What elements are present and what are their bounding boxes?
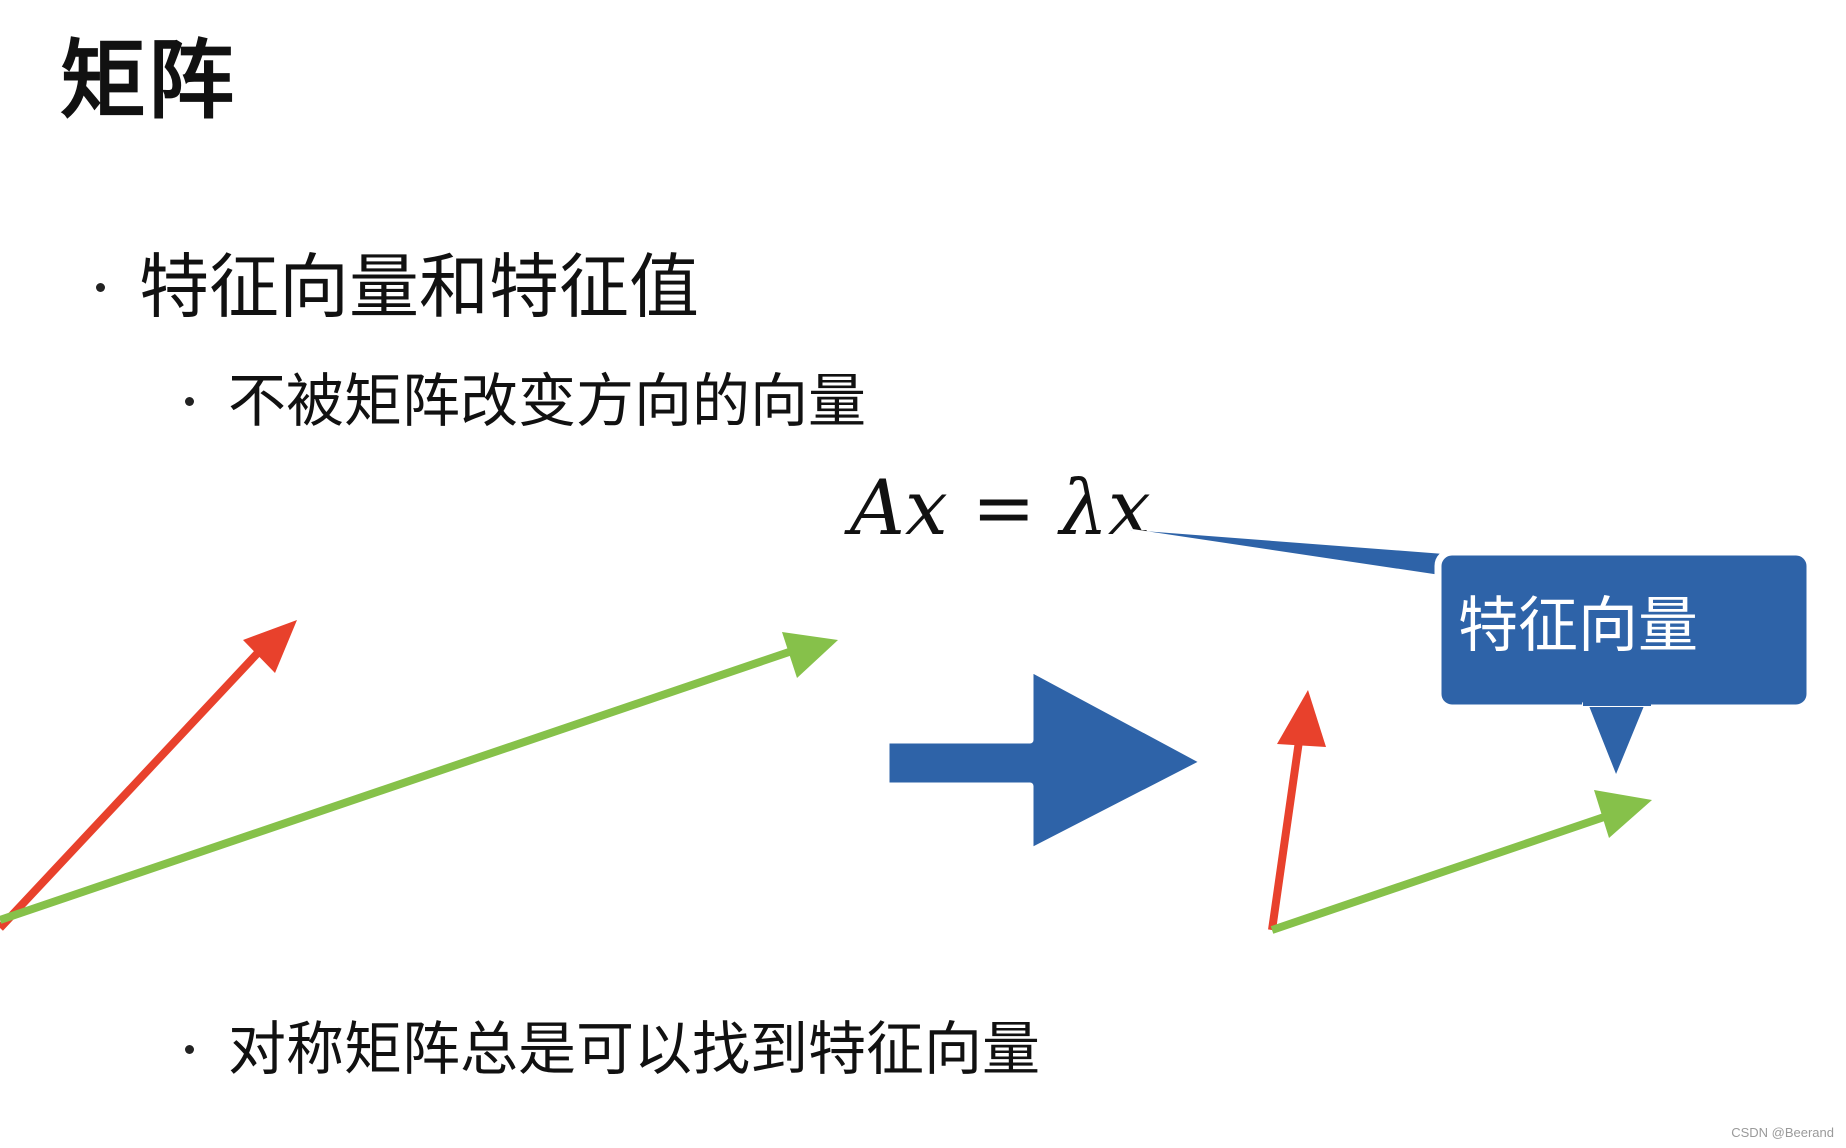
sub-bullet-unchanged-direction-text: 不被矩阵改变方向的向量: [228, 367, 867, 435]
bullet-dot-icon: [185, 1044, 194, 1054]
bullet-eigen-text: 特征向量和特征值: [139, 246, 699, 328]
sub-bullet-unchanged-direction: 不被矩阵改变方向的向量: [185, 372, 866, 430]
eigen-equation: Ax = λx: [850, 463, 1151, 552]
watermark: CSDN @Beerand: [1731, 1125, 1834, 1140]
callout-tail: [1582, 701, 1651, 785]
green-arrowhead-icon: [782, 632, 838, 678]
sub-bullet-symmetric-text: 对称矩阵总是可以找到特征向量: [228, 1015, 1041, 1083]
right-block-arrow-icon: [882, 664, 1209, 856]
callout-label: 特征向量: [1458, 591, 1698, 661]
green-vector-transformed: [1270, 811, 1612, 934]
green-arrowhead-icon: [1594, 790, 1652, 838]
transformed-vectors: [1268, 690, 1652, 934]
green-vector-original: [0, 646, 797, 924]
red-arrowhead-icon: [1277, 690, 1326, 747]
bullet-dot-icon: [96, 282, 105, 292]
red-vector-original: [0, 639, 271, 931]
red-arrowhead-icon: [243, 620, 297, 673]
red-vector-transformed: [1268, 733, 1304, 931]
bullet-eigen: 特征向量和特征值: [96, 252, 699, 322]
original-vectors: [0, 620, 838, 931]
callout-tail-join: [1583, 696, 1651, 706]
callout-pointer-edge: [1131, 529, 1441, 581]
slide-title: 矩阵: [60, 31, 236, 131]
bullet-dot-icon: [185, 396, 194, 406]
sub-bullet-symmetric: 对称矩阵总是可以找到特征向量: [185, 1020, 1040, 1078]
callout-pointer: [1130, 530, 1470, 640]
